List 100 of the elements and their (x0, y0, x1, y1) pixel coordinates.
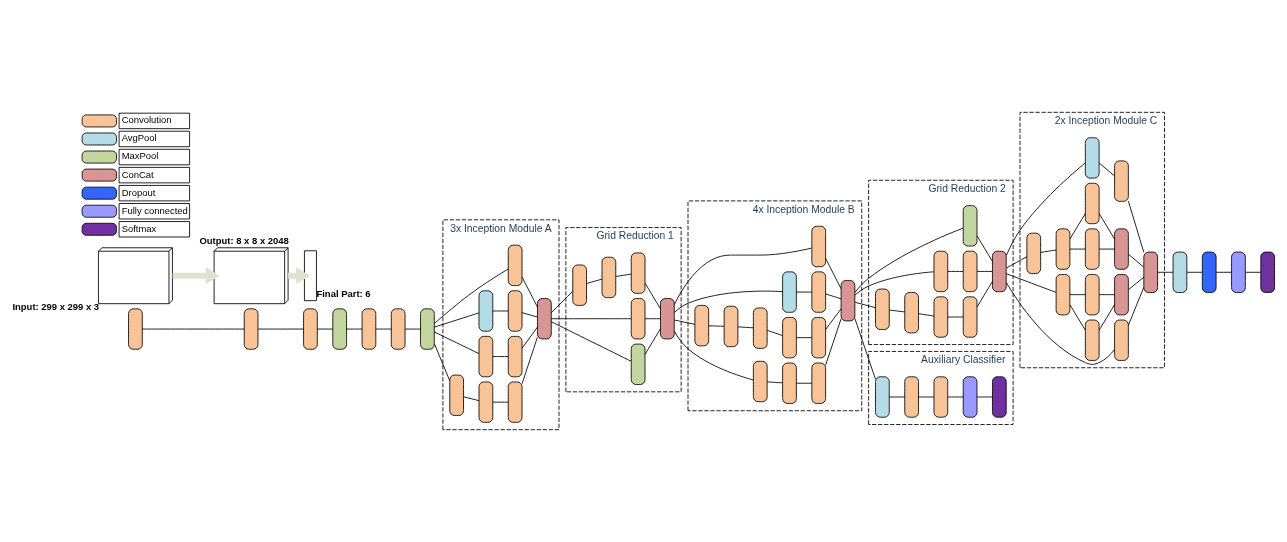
connector (317, 328, 334, 330)
connector (854, 301, 876, 309)
connector (644, 282, 661, 310)
node-pill (933, 296, 949, 338)
node-pill (630, 343, 646, 385)
node-pill (992, 250, 1007, 293)
node-pill (1114, 228, 1129, 270)
node-pill (507, 290, 523, 332)
connector (1069, 213, 1086, 240)
node-pill (420, 308, 435, 350)
node-pill (782, 271, 797, 313)
connector (433, 331, 480, 354)
node-pill (537, 298, 552, 340)
connector (1128, 276, 1145, 291)
node-pill (1114, 319, 1129, 361)
node-pill (1201, 251, 1217, 293)
legend-label: Fully connected (121, 204, 188, 216)
connector (1157, 271, 1174, 273)
connector (550, 321, 632, 362)
node-pill (478, 381, 494, 423)
connector (1006, 256, 1028, 269)
connector (976, 271, 993, 272)
connector (854, 318, 876, 380)
connector (1098, 162, 1115, 177)
connector (644, 328, 661, 355)
connector (550, 318, 632, 320)
node-pill (390, 308, 406, 350)
cluster: Grid Reduction 1 (565, 227, 682, 393)
node-box (304, 250, 317, 302)
connector (492, 310, 509, 312)
connector (674, 290, 783, 313)
legend-label: AvgPool (121, 132, 157, 144)
node-pill (904, 376, 919, 418)
connector (766, 329, 783, 336)
connector (1098, 248, 1115, 250)
legend-label: Softmax (121, 222, 157, 234)
connector (434, 268, 509, 324)
connector (433, 312, 480, 328)
legend-label: MaxPool (121, 150, 159, 162)
node-pill (904, 292, 919, 334)
cluster: 3x Inception Module A (442, 219, 560, 431)
connector (375, 328, 392, 330)
connector (766, 381, 783, 384)
node-pill (723, 305, 739, 348)
connector (142, 328, 245, 330)
node-pill (601, 256, 617, 299)
node-pill (1143, 251, 1159, 293)
node-pill (840, 280, 856, 322)
node-pill (630, 298, 646, 340)
node-pill (782, 362, 797, 404)
node-pill (811, 271, 827, 313)
connector (673, 330, 754, 381)
connector (854, 227, 964, 293)
connector (673, 247, 813, 306)
node-pill (962, 205, 978, 247)
node-pill (332, 308, 347, 350)
connector (521, 276, 538, 308)
connector (521, 312, 538, 318)
node-label: Input: 299 x 299 x 3 (12, 301, 100, 313)
connector (888, 396, 906, 398)
node-pill (1114, 160, 1129, 202)
connector (825, 293, 842, 300)
connector (1186, 271, 1203, 273)
cluster: 2x Inception Module C (1019, 111, 1165, 369)
node-pill (1084, 274, 1100, 316)
node-pill (1114, 274, 1129, 316)
connector (708, 325, 725, 327)
connector (463, 396, 480, 402)
connector (492, 356, 509, 357)
node-pill (1084, 228, 1100, 270)
connector (825, 318, 842, 366)
connector (1069, 248, 1086, 250)
connector (918, 313, 935, 317)
connector (521, 326, 538, 349)
node-pill (752, 307, 768, 349)
node-pill (449, 374, 464, 416)
connector (1005, 162, 1086, 256)
connector (1005, 273, 1057, 293)
connector (1128, 253, 1145, 268)
connector (1098, 294, 1115, 296)
node-pill (811, 362, 827, 404)
node-label: Final Part: 6 (316, 288, 371, 300)
node-pill (507, 244, 523, 287)
node-pill (660, 298, 675, 340)
node-pill (507, 381, 523, 423)
legend-label: Dropout (121, 186, 156, 198)
connector (674, 319, 696, 325)
node-pill (243, 308, 259, 350)
cluster: Auxiliary Classifier (868, 351, 1014, 425)
connector (404, 328, 421, 330)
connector (796, 337, 813, 339)
connector (644, 318, 661, 320)
connector (1098, 213, 1115, 240)
node-pill (478, 290, 494, 332)
connector (825, 258, 842, 290)
connector (947, 396, 964, 398)
node-pill (875, 288, 890, 330)
node-pill (303, 308, 318, 350)
legend-label: ConCat (121, 168, 154, 180)
connector (737, 326, 754, 329)
